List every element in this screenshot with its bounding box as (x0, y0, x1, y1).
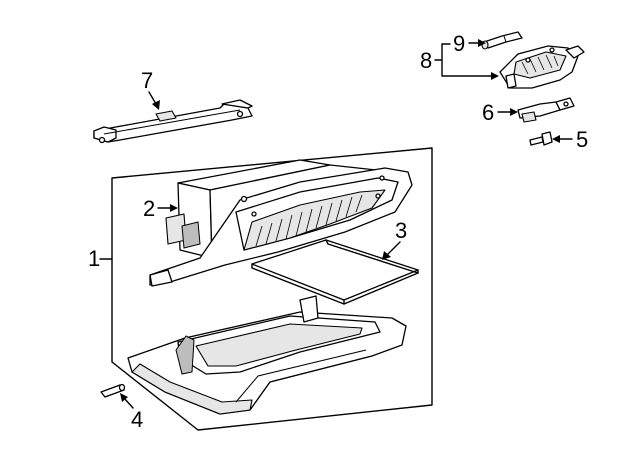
arrow-8 (491, 72, 499, 80)
callout-3: 3 (395, 218, 407, 243)
bracket-part (93, 99, 253, 144)
pin-part (100, 383, 126, 398)
lamp-assembly-part (499, 45, 585, 89)
arrow-3 (382, 251, 391, 260)
switch-part (517, 97, 575, 123)
callout-1: 1 (88, 246, 100, 271)
glovebox-housing-part (149, 159, 413, 287)
leader-3 (385, 241, 401, 257)
arrow-6 (510, 108, 518, 116)
callout-5: 5 (576, 127, 588, 152)
assembly-outline (111, 147, 433, 431)
bulb-part (481, 31, 523, 50)
callout-4: 4 (131, 407, 143, 432)
screw-part (529, 131, 553, 146)
arrow-7 (152, 100, 160, 110)
arrow-5 (552, 135, 560, 143)
glovebox-door-part (127, 295, 407, 415)
callout-6: 6 (482, 100, 494, 125)
arrow-9 (478, 39, 486, 47)
liner-mat-part (251, 239, 419, 305)
arrow-4 (120, 393, 128, 402)
callout-7: 7 (141, 68, 153, 93)
callout-8: 8 (420, 48, 432, 73)
callout-2: 2 (143, 196, 155, 221)
leader-7 (148, 91, 157, 105)
leader-4 (123, 397, 134, 409)
callout-9: 9 (453, 31, 465, 56)
arrow-2 (170, 204, 178, 212)
